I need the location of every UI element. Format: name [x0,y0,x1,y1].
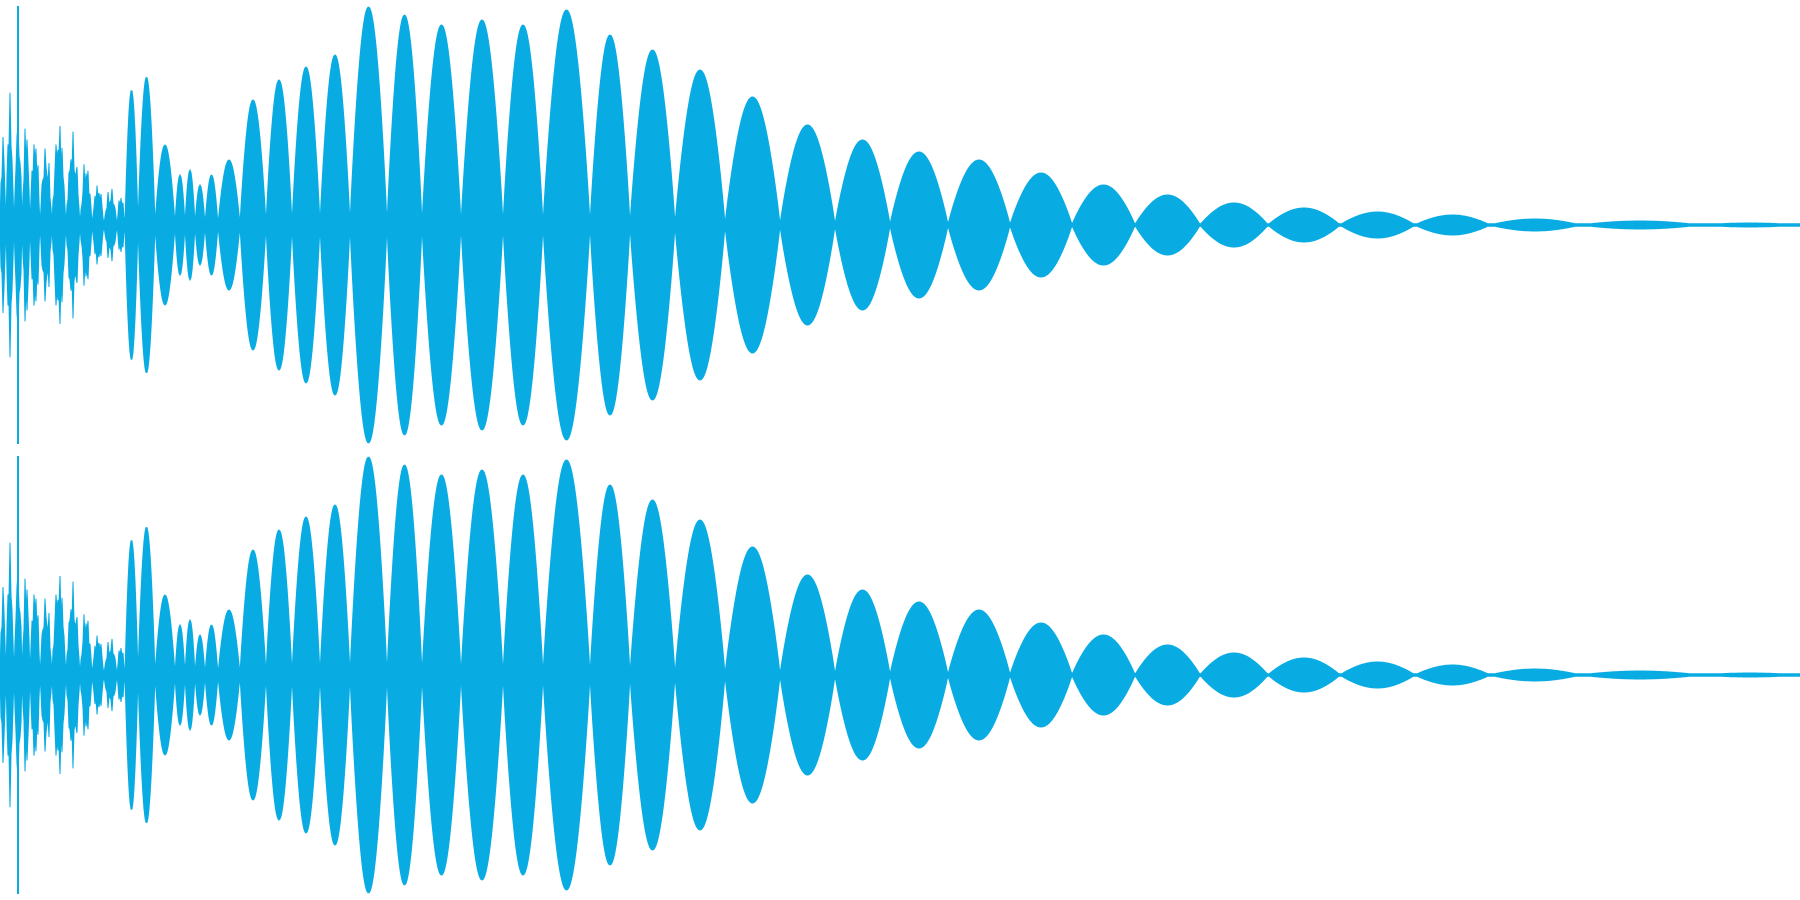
channel-waveform-right [0,456,1800,894]
waveform-envelope-right [0,456,1800,894]
channel-waveform-left [0,6,1800,444]
waveform-envelope-left [0,6,1800,444]
